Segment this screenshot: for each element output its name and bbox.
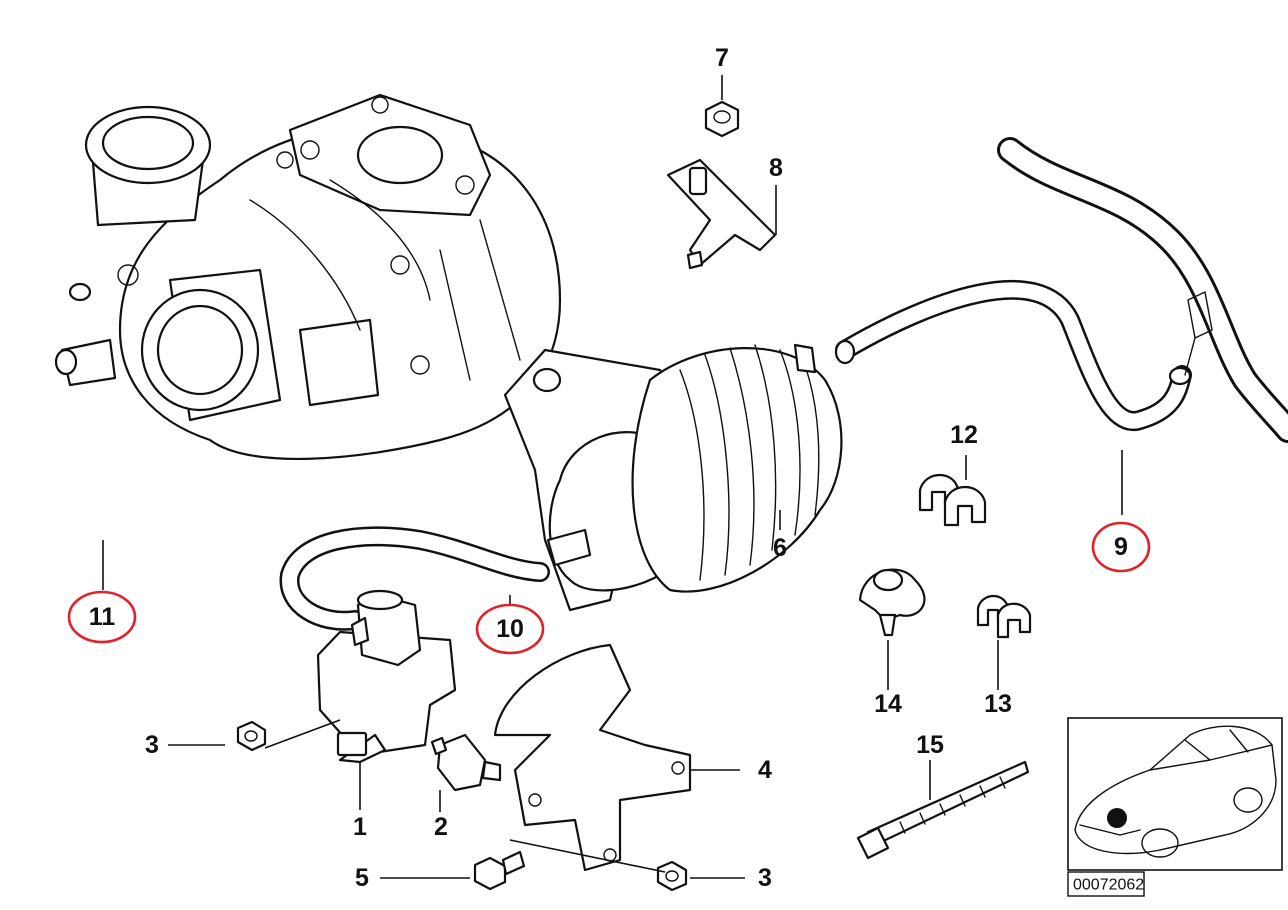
vehicle-location-inset[interactable]: 00072062 <box>1067 717 1283 897</box>
bracket-8 <box>666 158 777 270</box>
highlight-ring-9 <box>1091 521 1151 573</box>
callout-11[interactable]: 11 <box>89 603 116 631</box>
turbocharger <box>54 93 562 461</box>
vacuum-hose-10 <box>279 526 550 631</box>
callout-3-left[interactable]: 3 <box>145 731 159 759</box>
callout-6[interactable]: 6 <box>773 534 787 562</box>
callout-8[interactable]: 8 <box>769 154 783 182</box>
solenoid-valve-1 <box>316 589 457 764</box>
callout-2[interactable]: 2 <box>434 813 448 841</box>
vacuum-hose-9 <box>834 279 1192 431</box>
cable-tie-15 <box>856 760 1030 860</box>
callout-9[interactable]: 9 <box>1114 533 1128 561</box>
highlight-ring-10 <box>475 603 545 655</box>
callout-7[interactable]: 7 <box>715 44 729 72</box>
callout-10[interactable]: 10 <box>496 615 524 643</box>
callout-13[interactable]: 13 <box>984 690 1012 718</box>
rubber-mount-2 <box>430 733 502 792</box>
clip-14 <box>858 568 926 637</box>
callout-3-bottom[interactable]: 3 <box>758 864 772 892</box>
callout-15[interactable]: 15 <box>916 731 944 759</box>
callout-5[interactable]: 5 <box>355 864 369 892</box>
car-location-icon <box>1074 725 1277 858</box>
callout-12[interactable]: 12 <box>950 421 978 449</box>
nut-3-bottom <box>656 860 688 892</box>
callout-14[interactable]: 14 <box>874 690 902 718</box>
callout-1[interactable]: 1 <box>353 813 367 841</box>
engine-pipe <box>997 137 1288 443</box>
diagram-id-label: 00072062 <box>1073 877 1144 894</box>
leader-lines <box>102 75 1123 879</box>
nut-7 <box>704 100 740 138</box>
clip-13 <box>976 594 1032 639</box>
callout-4[interactable]: 4 <box>758 756 772 784</box>
highlight-ring-11 <box>67 590 137 644</box>
nut-3-left <box>236 720 267 752</box>
bolt-5 <box>473 850 526 891</box>
pressure-converter-6 <box>503 343 843 612</box>
bracket-4 <box>493 643 692 872</box>
clip-12 <box>918 474 987 527</box>
vacuum-hose-11 <box>13 247 331 699</box>
